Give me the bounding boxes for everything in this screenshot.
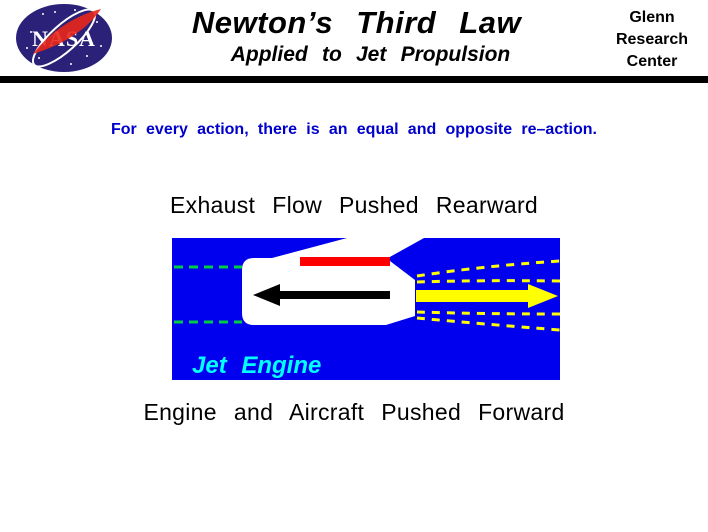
page-title: Newton’s Third Law [191,5,522,40]
page-subtitle: Applied to Jet Propulsion [230,43,511,66]
org-line-3: Center [626,53,678,70]
logo-swoosh [33,9,101,54]
forward-caption: Engine and Aircraft Pushed Forward [143,399,565,425]
jet-engine-label: Jet Engine [192,352,321,379]
engine-pylon [272,238,424,258]
jet-engine-diagram: Jet Engine [172,238,560,380]
org-line-2: Research [615,31,689,48]
exhaust-streamline-3 [416,310,560,316]
exhaust-arrow [416,284,558,308]
exhaust-streamline-2 [416,279,560,284]
logo-stars [26,9,102,65]
nasa-logo-icon: NASA [16,4,112,72]
principle-text: For every action, there is an equal and … [111,121,597,138]
exhaust-caption: Exhaust Flow Pushed Rearward [170,192,538,218]
org-line-1: Glenn [629,9,675,26]
pylon-bar [300,257,390,266]
reaction-arrow [253,284,390,306]
header-divider [0,76,708,83]
exhaust-streamline-1 [416,259,560,278]
title-block: Newton’s Third Law Applied to Jet Propul… [120,4,593,67]
exhaust-streamline-4 [416,316,560,332]
org-name: Glenn Research Center [602,7,702,73]
